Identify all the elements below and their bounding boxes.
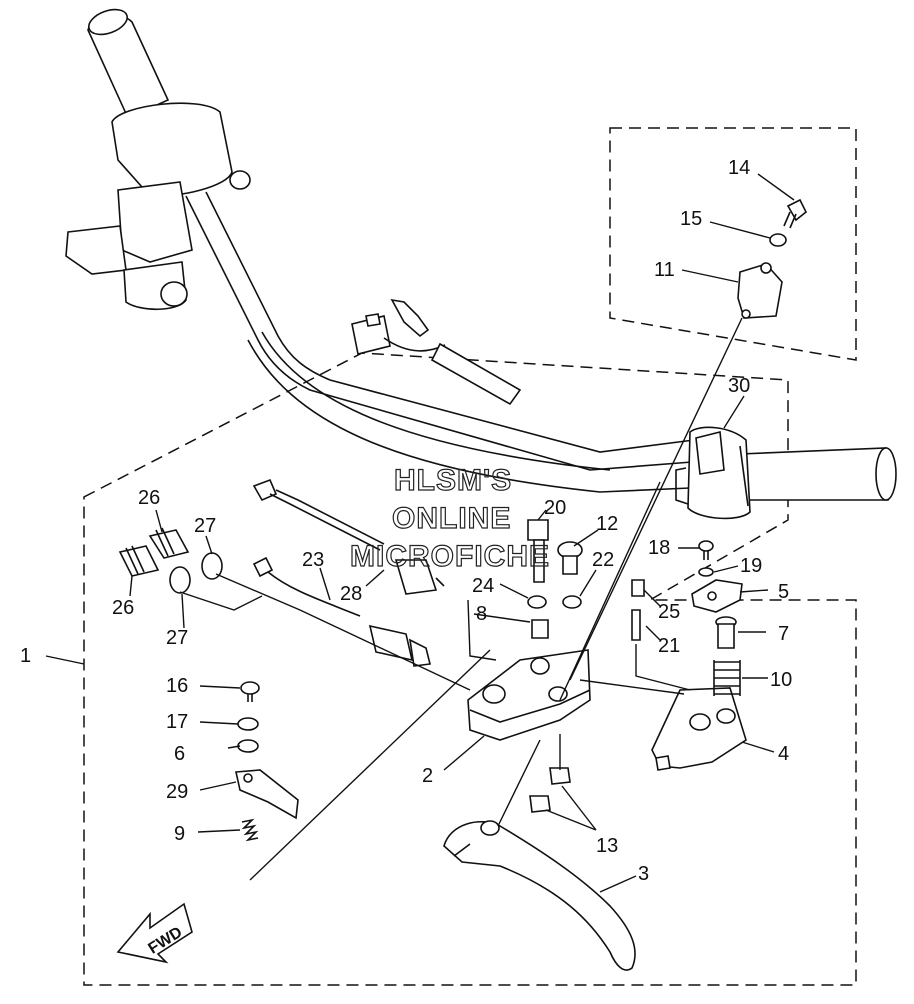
part-9-spring <box>241 818 259 842</box>
callout-5: 5 <box>778 581 789 603</box>
part-25-pin <box>631 579 645 597</box>
callout-24: 24 <box>472 575 494 597</box>
callout-27-upper: 27 <box>194 515 216 537</box>
part-12-bolt <box>557 541 583 575</box>
switch-inset-dashed-boundary <box>609 127 857 361</box>
watermark-line-2: ONLINE <box>392 502 511 535</box>
cable-28 <box>252 556 431 667</box>
assembly-lines <box>179 317 743 881</box>
cable-23 <box>252 478 445 595</box>
part-26-adjuster-upper <box>148 527 190 559</box>
callout-8: 8 <box>476 603 487 625</box>
part-14-screw <box>783 198 808 229</box>
part-8-bushing <box>531 619 549 639</box>
cable-switch <box>351 298 522 406</box>
part-24-washer <box>527 595 547 609</box>
callout-labels: 1 2 3 4 5 6 7 8 9 10 11 12 13 14 15 16 1… <box>20 157 792 885</box>
callout-21: 21 <box>658 635 680 657</box>
part-22-washer <box>562 595 582 609</box>
callout-10: 10 <box>770 669 792 691</box>
part-11-cover <box>737 262 783 319</box>
callout-25: 25 <box>658 601 680 623</box>
callout-4: 4 <box>778 743 789 765</box>
part-3-lever <box>443 820 636 971</box>
leader-lines <box>45 173 795 893</box>
callout-11: 11 <box>654 259 675 281</box>
watermark: HLSM'S ONLINE MICROFICHE <box>349 463 550 573</box>
callout-13: 13 <box>596 835 618 857</box>
part-5-plate <box>691 579 743 613</box>
part-13-nut-lower <box>529 795 551 813</box>
part-19-washer <box>698 567 714 577</box>
callout-26-lower: 26 <box>112 597 134 619</box>
callout-7: 7 <box>778 623 789 645</box>
callout-17: 17 <box>166 711 188 733</box>
callout-23: 23 <box>302 549 324 571</box>
switch-housing-30 <box>675 426 751 520</box>
callout-6: 6 <box>174 743 185 765</box>
callout-26-upper: 26 <box>138 487 160 509</box>
part-21-pin <box>631 609 641 641</box>
callout-30: 30 <box>728 375 750 397</box>
callout-12: 12 <box>596 513 618 535</box>
handlebar <box>65 8 897 501</box>
part-27-nut-lower <box>169 566 191 594</box>
part-7-pin <box>715 616 737 649</box>
callout-1: 1 <box>20 645 31 667</box>
part-16-screw <box>240 681 260 702</box>
callout-16: 16 <box>166 675 188 697</box>
part-15-washer <box>769 233 787 247</box>
part-6-washer <box>237 739 259 753</box>
part-20-bolt <box>527 519 549 583</box>
callout-29: 29 <box>166 781 188 803</box>
callout-27-lower: 27 <box>166 627 188 649</box>
part-29-plate <box>235 769 299 820</box>
callout-22: 22 <box>592 549 614 571</box>
callout-18: 18 <box>648 537 670 559</box>
callout-28: 28 <box>340 583 362 605</box>
callout-19: 19 <box>740 555 762 577</box>
part-13-nut-upper <box>549 767 571 785</box>
part-17-washer <box>237 717 259 731</box>
callout-3: 3 <box>638 863 649 885</box>
watermark-line-3: MICROFICHE <box>350 540 550 573</box>
callout-20: 20 <box>544 497 566 519</box>
callout-2: 2 <box>422 765 433 787</box>
part-18-screw <box>698 540 714 560</box>
part-10-spring <box>713 660 741 696</box>
watermark-line-1: HLSM'S <box>394 464 512 497</box>
callout-14: 14 <box>728 157 750 179</box>
callout-9: 9 <box>174 823 185 845</box>
part-2-lever-holder <box>467 649 591 741</box>
callout-15: 15 <box>680 208 702 230</box>
part-26-adjuster-lower <box>118 545 160 577</box>
part-4-perch <box>651 687 747 771</box>
fwd-arrow: FWD <box>116 902 193 964</box>
